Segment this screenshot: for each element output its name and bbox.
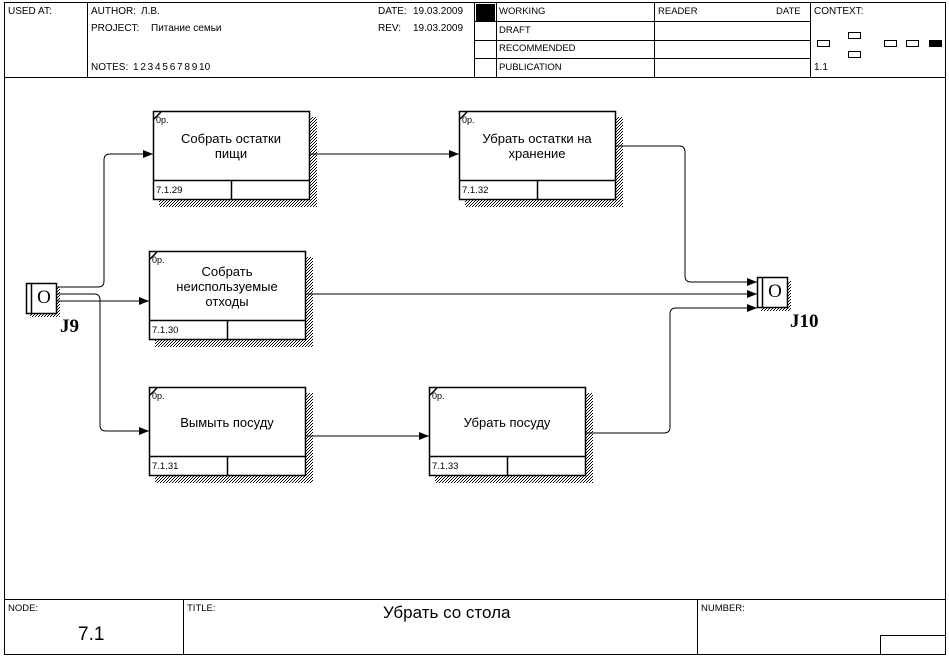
node-value: 7.1 [78,624,105,645]
rev-value: 19.03.2009 [413,23,464,34]
status-publication: PUBLICATION [499,62,562,73]
rev-label: REV: [378,23,401,34]
box-corner-mark [153,111,162,120]
notes-label: NOTES: [91,62,129,73]
status-working: WORKING [499,6,546,17]
box-corner-mark [149,251,158,260]
box-cost-b2: 0р. [462,115,475,125]
arrowhead-b3-j10 [747,290,757,298]
title-label: TITLE: [187,603,216,614]
junction-type-j10: O [768,281,782,302]
project-label: PROJECT: [91,23,140,34]
used-at-label: USED AT: [8,6,52,17]
box-corner-mark [429,387,438,396]
number-label: NUMBER: [701,603,745,614]
arrow-b2-j10 [615,145,757,283]
arrowhead-b5-j10 [747,304,757,312]
box-ref-b4: 7.1.31 [152,461,179,472]
arrow-j9-b4 [56,293,149,432]
box-ref-b5: 7.1.33 [432,461,459,472]
box-cost-b4: 0р. [152,391,165,401]
arrowhead-j9-b4 [139,427,149,435]
reader-date-label: DATE [776,6,801,17]
box-label-b2: Убрать остатки на хранение [482,131,592,161]
arrowhead-b2-j10 [747,278,757,286]
box-corner-mark [149,387,158,396]
reader-label: READER [658,6,698,17]
arrowhead-j9-b3 [139,297,149,305]
box-ref-b1: 7.1.29 [156,185,183,196]
author-value: Л.В. [141,6,160,17]
box-label-b3: Собрать неиспользуемые отходы [176,263,278,309]
status-draft: DRAFT [499,25,531,36]
box-label-b5: Убрать посуду [463,414,551,430]
date-value: 19.03.2009 [413,6,464,17]
box-ref-b2: 7.1.32 [462,185,489,196]
arrowhead-b4-b5 [419,432,429,440]
status-recommended: RECOMMENDED [499,43,576,54]
junction-name-j9: J9 [60,316,79,337]
notes-value: 1 2 3 4 5 6 7 8 9 10 [133,62,211,73]
working-indicator [476,4,495,21]
context-icon [817,32,942,58]
box-cost-b3: 0р. [152,255,165,265]
author-label: AUTHOR: [91,6,136,17]
project-value: Питание семьи [151,23,222,34]
junction-name-j10: J10 [790,311,819,332]
box-ref-b3: 7.1.30 [152,325,179,336]
page-title: Убрать со стола [383,603,511,622]
box-label-b1: Собрать остатки пищи [181,131,281,161]
junction-type-j9: O [37,287,51,308]
box-cost-b1: 0р. [156,115,169,125]
context-label: CONTEXT: [814,6,864,17]
date-label: DATE: [378,6,407,17]
arrowhead-j9-b1 [143,150,153,158]
arrowhead-b1-b2 [449,150,459,158]
arrow-b5-j10 [585,307,757,434]
context-node: 1.1 [814,62,828,73]
box-cost-b5: 0р. [432,391,445,401]
box-corner-mark [459,111,468,120]
node-label: NODE: [8,603,39,614]
arrow-j9-b1 [56,153,153,288]
box-label-b4: Вымыть посуду [180,414,274,430]
